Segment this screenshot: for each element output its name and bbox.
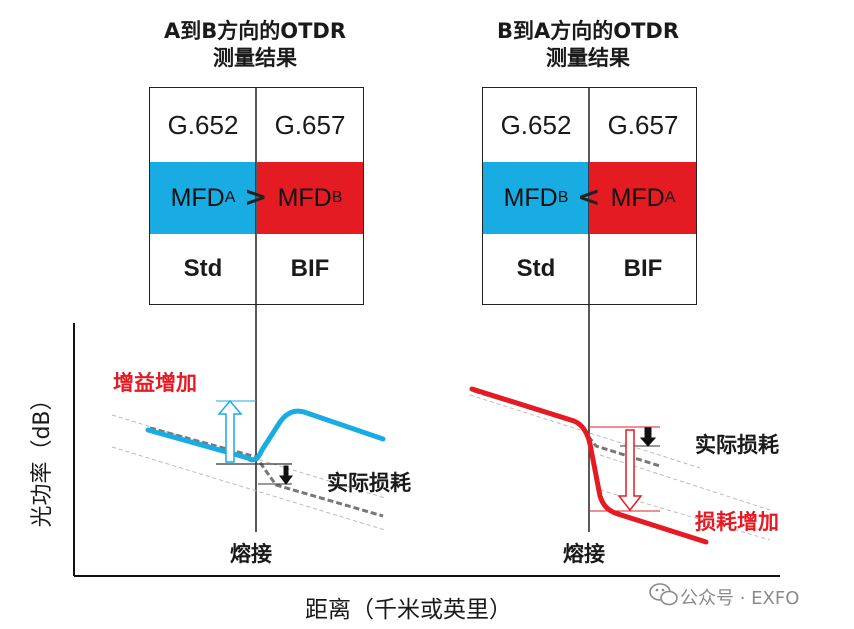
right-loss-arrow (639, 427, 657, 447)
left-measured-trace (145, 408, 386, 463)
right-mfd-1-text: MFD (503, 183, 558, 212)
left-col1-label: Std (183, 255, 223, 282)
left-title-line1: A到B方向的OTDR (163, 19, 347, 43)
right-measured-trace (469, 386, 709, 545)
left-col2-label: BIF (290, 255, 330, 282)
right-col2-type: G.657 (607, 109, 679, 140)
right-extra-loss-arrow (617, 429, 643, 512)
right-col1-type: G.652 (500, 109, 572, 140)
x-axis-label: 距离（千米或英里） (305, 597, 512, 623)
left-guide-lower (111, 446, 386, 531)
right-extra-loss-label: 损耗增加 (695, 510, 779, 534)
left-gain-arrow (217, 399, 243, 463)
right-col2-label: BIF (623, 255, 663, 282)
left-col2-type: G.657 (274, 109, 346, 140)
left-panel-title: A到B方向的OTDR 测量结果 (105, 18, 405, 72)
right-loss-label: 实际损耗 (695, 433, 779, 457)
right-mfd-1-sub: B (557, 189, 569, 206)
left-loss-arrow (279, 465, 293, 485)
left-col1-type: G.652 (167, 109, 239, 140)
right-panel-title: B到A方向的OTDR 测量结果 (438, 18, 738, 72)
right-title-line1: B到A方向的OTDR (496, 19, 680, 43)
left-actual-trace (149, 426, 384, 518)
left-title-line2: 测量结果 (213, 46, 297, 70)
left-splice-label: 熔接 (230, 542, 272, 566)
right-title-line2: 测量结果 (546, 46, 630, 70)
left-mfd-1-sub: A (224, 189, 236, 206)
watermark-text: 公众号 · EXFO (680, 588, 800, 609)
left-gain-label: 增益增加 (113, 371, 197, 395)
right-mfd-2-sub: A (664, 189, 676, 206)
right-col1-label: Std (516, 255, 556, 282)
right-splice-label: 熔接 (563, 542, 605, 566)
left-mfd-1-text: MFD (170, 183, 225, 212)
left-loss-label: 实际损耗 (327, 471, 411, 495)
y-axis-label: 光功率（dB） (30, 388, 55, 528)
right-mfd-2-text: MFD (610, 183, 665, 212)
left-mfd-2-text: MFD (277, 183, 332, 212)
left-mfd-2-sub: B (331, 189, 343, 206)
wechat-icon (649, 583, 678, 606)
